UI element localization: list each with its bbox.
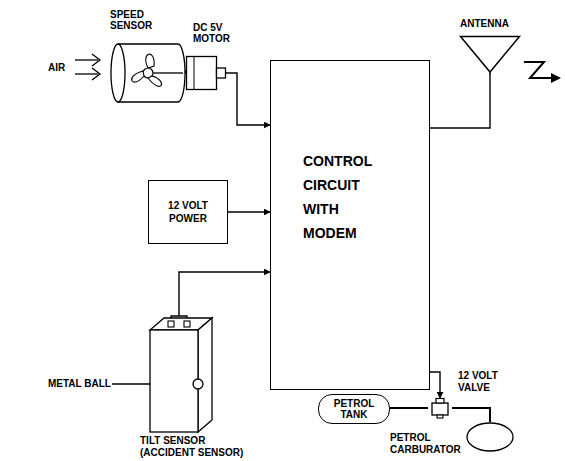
control-box: CONTROL CIRCUIT WITH MODEM: [270, 60, 430, 390]
node-label: 12 VOLT VALVE: [458, 370, 506, 394]
petrol-valve-shape: [428, 398, 452, 418]
connector: [430, 372, 440, 398]
node-label: CONTROL CIRCUIT WITH MODEM: [303, 149, 383, 245]
dc-motor: DC 5V MOTOR: [186, 56, 226, 90]
node-label: (ACCIDENT SENSOR): [140, 447, 243, 458]
node-label: SPEED SENSOR: [110, 9, 160, 31]
connector: [452, 408, 490, 422]
part-label: METAL BALL: [48, 378, 111, 389]
speed-sensor: SPEED SENSOR: [110, 40, 185, 102]
node-label: PETROL TANK: [329, 398, 379, 420]
tilt-sensor: TILT SENSOR(ACCIDENT SENSOR): [140, 316, 252, 461]
power-box: 12 VOLT POWER: [148, 180, 228, 244]
connector: [228, 211, 270, 212]
petrol-tank: PETROL TANK: [318, 394, 390, 424]
connector: [390, 407, 428, 409]
petrol-carburator: PETROL CARBURATOR: [466, 422, 514, 452]
air-arrows: [75, 54, 100, 80]
node-label: 12 VOLT POWER: [163, 199, 213, 225]
connector: [179, 272, 270, 316]
speed-sensor-shape: [110, 40, 185, 102]
node-label: DC 5V MOTOR: [193, 22, 237, 44]
radio-signal: [524, 62, 552, 78]
node-label: ANTENNA: [460, 18, 509, 29]
connector: [226, 73, 270, 125]
dc-motor-shape: [186, 56, 226, 90]
petrol-carburator-shape: [466, 422, 514, 452]
part-label: AIR: [48, 62, 65, 73]
petrol-valve: 12 VOLT VALVE: [428, 398, 452, 418]
connector: [430, 76, 490, 128]
antenna: ANTENNA: [460, 36, 520, 76]
node-label: PETROL CARBURATOR: [390, 432, 462, 456]
signal-arrowhead: [551, 73, 561, 83]
node-label: TILT SENSOR: [140, 435, 205, 446]
antenna-shape: [460, 36, 520, 76]
